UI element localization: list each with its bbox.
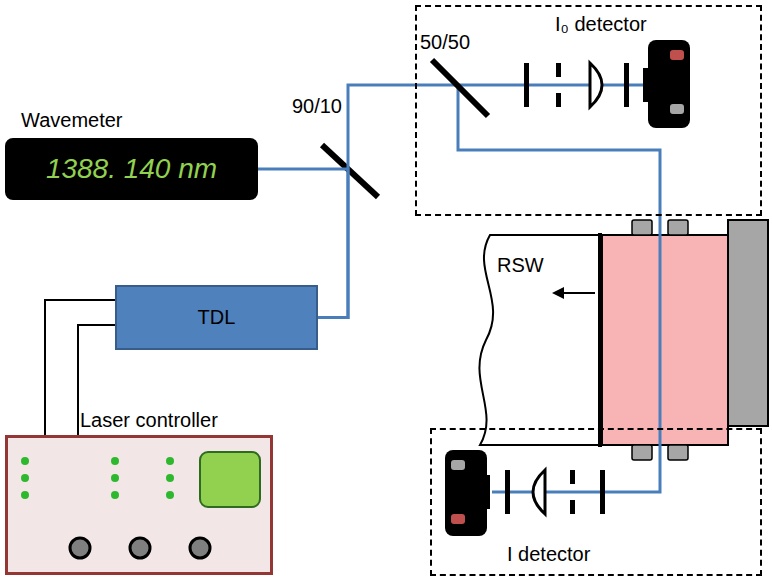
connector	[318, 85, 415, 318]
aperture	[570, 500, 575, 514]
beam-splitter	[322, 145, 378, 197]
controller-body	[5, 435, 273, 575]
filter-plate	[505, 470, 510, 514]
laser-box: TDL	[115, 285, 318, 350]
instrument-label: Wavemeter	[21, 109, 123, 132]
detector-enclosure: I detector	[430, 428, 762, 576]
shock-tube-wall	[598, 233, 602, 447]
aperture	[556, 93, 561, 107]
end-flange	[728, 220, 768, 426]
wave-label: RSW	[497, 254, 544, 277]
laser-beam	[492, 428, 660, 492]
filter-plate	[624, 63, 629, 107]
wavelength-readout: 1388. 140 nm	[46, 153, 217, 185]
controller-label: Laser controller	[80, 409, 218, 432]
laser-controller: Laser controller	[5, 435, 273, 575]
connector-line	[659, 216, 662, 428]
rsw-arrow	[552, 287, 564, 299]
detector-icon	[670, 50, 684, 60]
laser-label: TDL	[198, 306, 236, 329]
connector	[660, 216, 661, 428]
filter-plate	[524, 63, 529, 107]
detector-icon	[451, 460, 465, 470]
filter-plate	[600, 470, 605, 514]
beam-splitter	[432, 60, 488, 116]
rsw-arrow	[562, 292, 595, 294]
lens	[590, 63, 602, 107]
splitter-ratio: 50/50	[420, 31, 470, 54]
indicator-leds	[21, 457, 174, 499]
detector-icon	[670, 104, 684, 114]
laser-beam	[415, 84, 644, 87]
aperture	[570, 470, 575, 484]
connector-line	[318, 85, 415, 318]
controller-knobs	[70, 538, 210, 558]
detector-label: I₀ detector	[555, 13, 647, 36]
test-section	[602, 235, 728, 445]
controller-display	[200, 452, 260, 507]
shock-tube	[479, 235, 600, 445]
detector-icon	[445, 450, 487, 536]
detector-icon	[451, 514, 465, 524]
lens	[533, 470, 545, 514]
laser-beam	[458, 85, 660, 216]
aperture	[556, 63, 561, 77]
detector-label: I detector	[507, 543, 590, 566]
wavemeter-display: Wavemeter1388. 140 nm	[5, 138, 258, 200]
detector-icon	[648, 40, 690, 128]
splitter-ratio: 90/10	[292, 95, 342, 118]
